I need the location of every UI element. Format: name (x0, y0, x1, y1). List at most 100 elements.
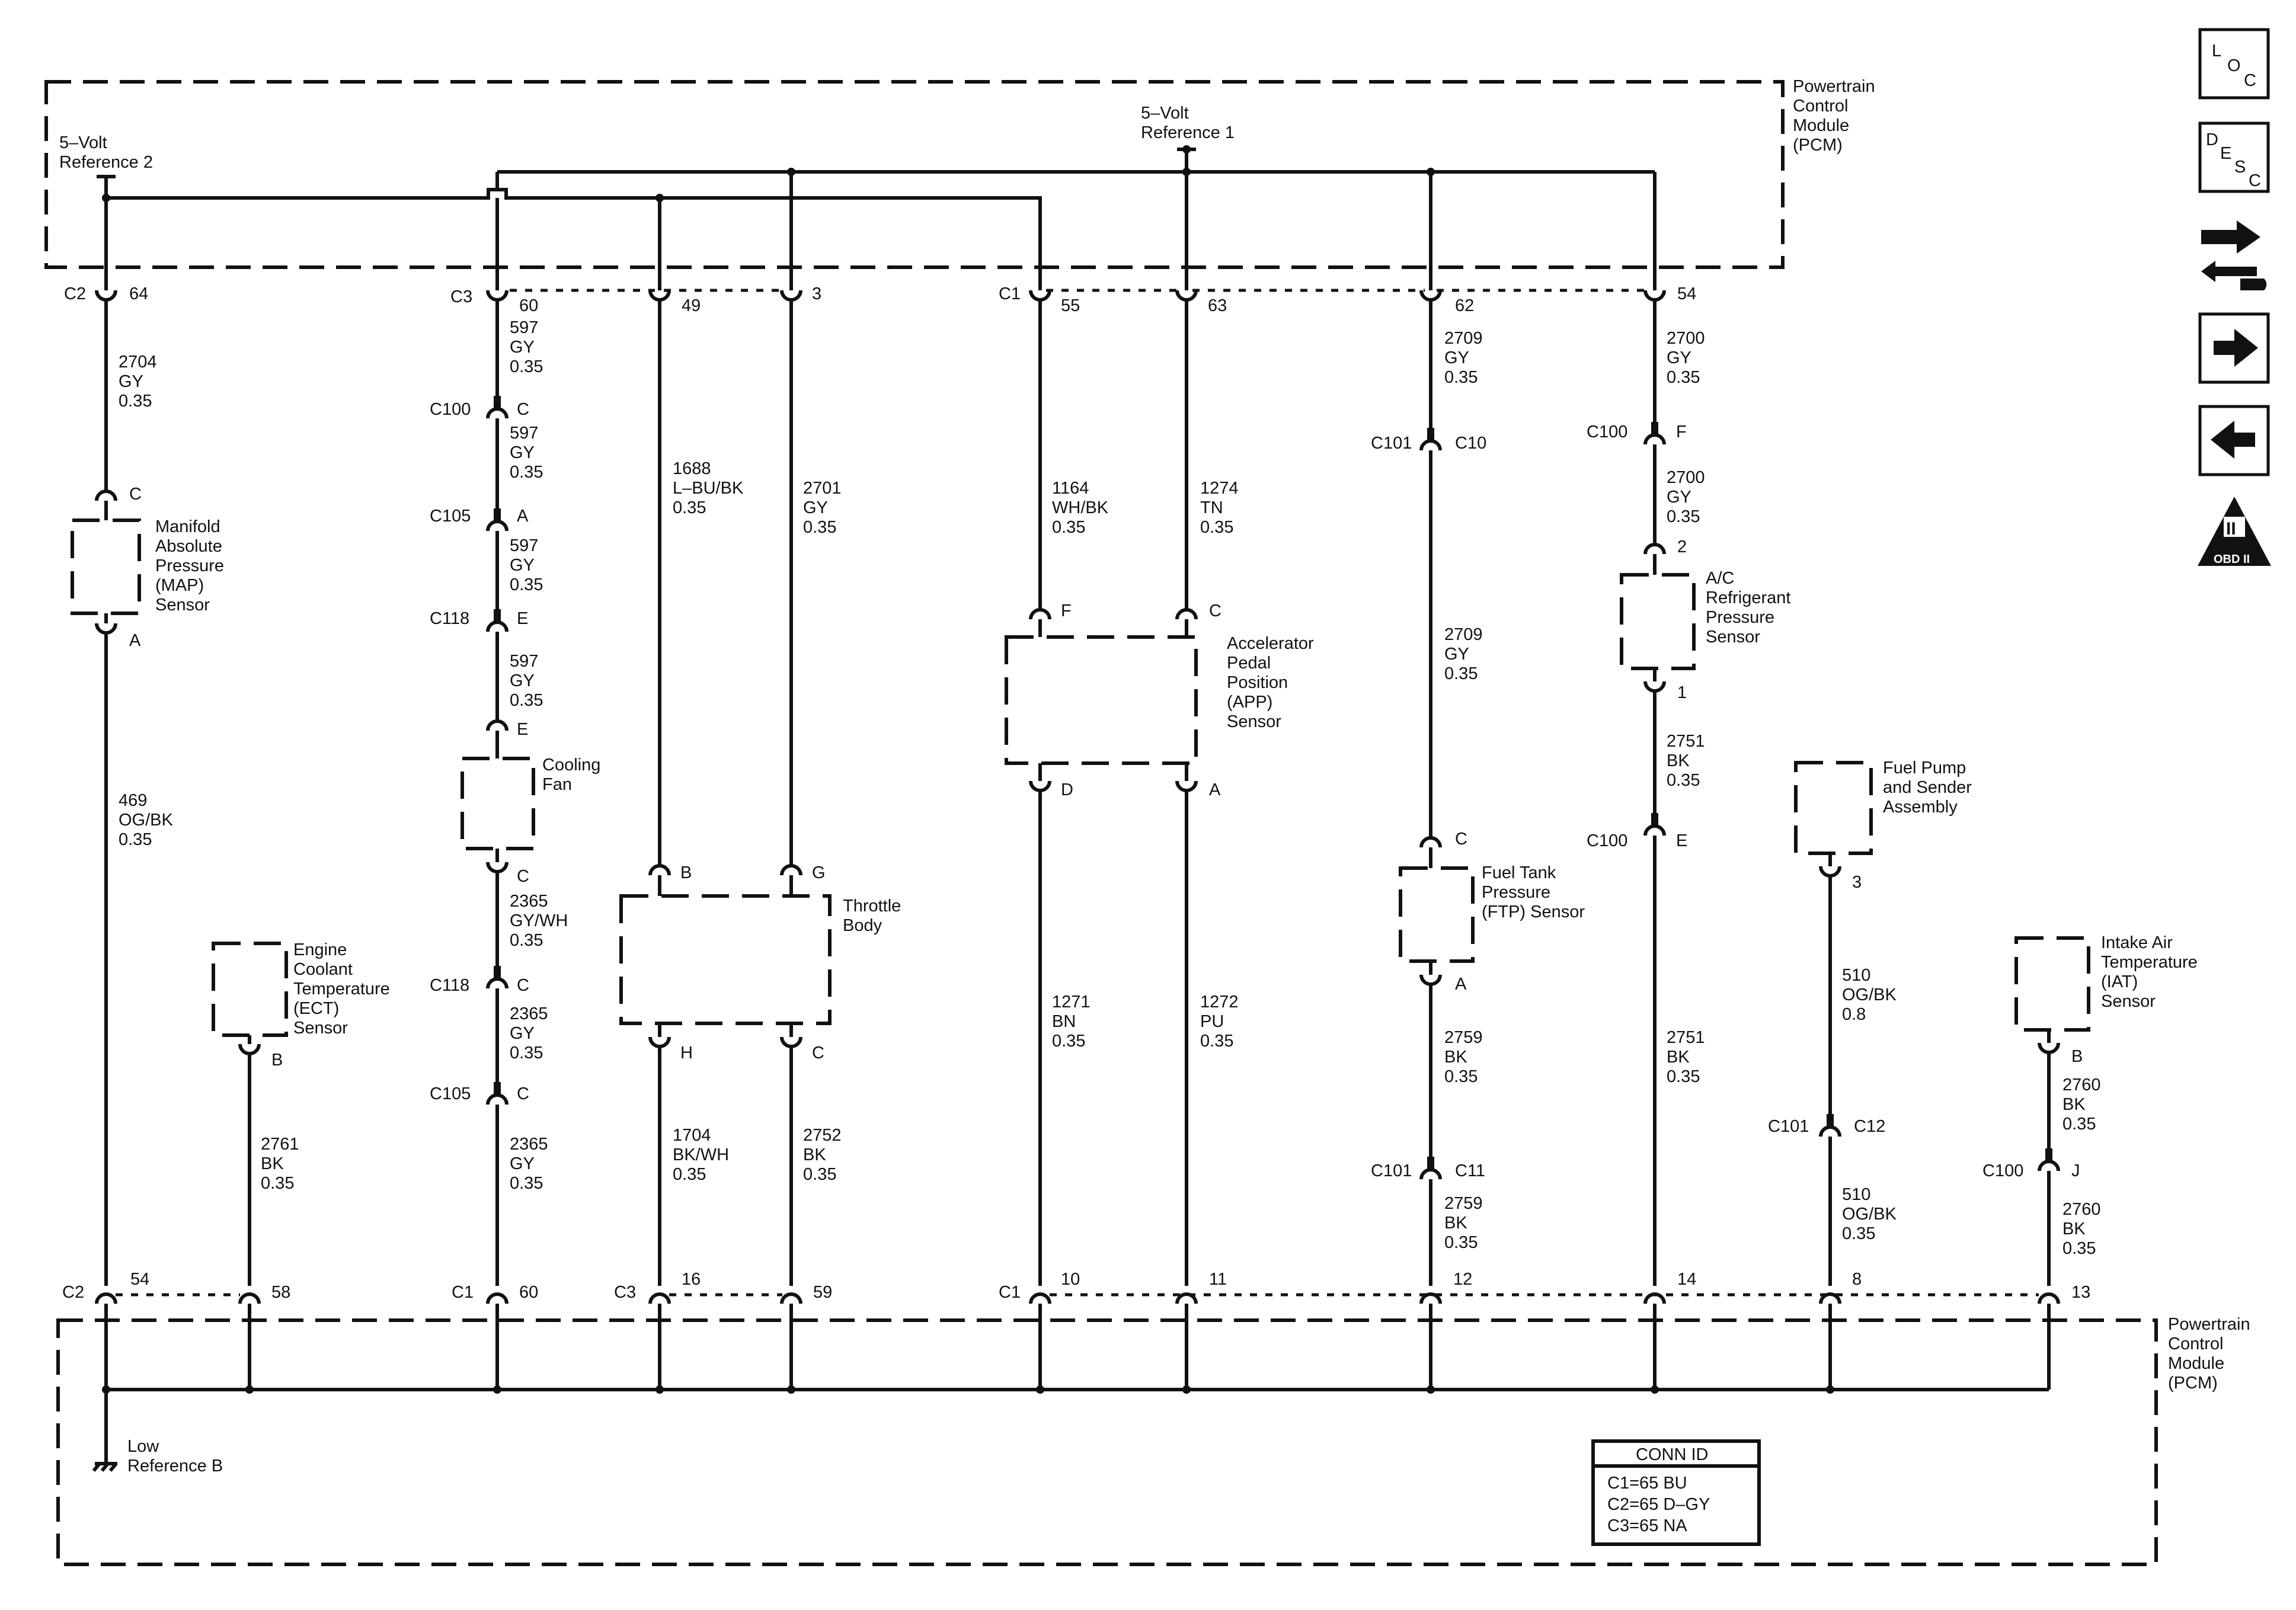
cooling-fan-label: Cooling Fan (542, 756, 605, 794)
bottom-connector-row (95, 1292, 2060, 1304)
bottom-pin-59: 59 (813, 1283, 832, 1302)
bottom-pin-13: 13 (2071, 1283, 2090, 1302)
svg-text:OBD II: OBD II (2214, 553, 2250, 566)
throttle-body-box (619, 894, 832, 1025)
iat-pin-b: B (2071, 1047, 2083, 1066)
top-pin-54: 54 (1677, 284, 1696, 303)
ftp-circuit (1419, 308, 1442, 1286)
ref2-bus (97, 175, 1042, 290)
svg-text:C: C (2244, 71, 2256, 90)
fuel-pump-pin-3: 3 (1852, 873, 1862, 892)
ref1-bus (495, 145, 1657, 290)
ftp-sensor-label: Fuel Tank Pressure (FTP) Sensor (1482, 863, 1585, 921)
next-arrow-icon[interactable] (2198, 312, 2270, 384)
schematic-tool-icon[interactable] (2201, 220, 2267, 290)
bottom-c1-b: C1 (999, 1283, 1021, 1302)
fuel-pump-box (1794, 761, 1873, 855)
bottom-pin-12: 12 (1453, 1270, 1472, 1289)
svg-text:S: S (2234, 158, 2246, 177)
conn-id-row-3: C3=65 NA (1607, 1516, 1687, 1535)
ftp-pin-a: A (1455, 975, 1467, 994)
cooling-fan-box (461, 757, 535, 850)
previous-arrow-icon[interactable] (2198, 405, 2270, 476)
top-pin-63: 63 (1208, 296, 1227, 315)
ac-sensor-label: A/C Refrigerant Pressure Sensor (1706, 569, 1796, 646)
top-c1: C1 (999, 284, 1021, 303)
pcm-top-label: Powertrain Control Module (PCM) (1793, 77, 1880, 155)
app-pin-d: D (1061, 780, 1073, 799)
svg-text:O: O (2227, 56, 2241, 75)
bottom-pin-60: 60 (519, 1283, 538, 1302)
ect-circuit (238, 1035, 261, 1286)
iat-sensor-label: Intake Air Temperature (IAT) Sensor (2101, 933, 2202, 1011)
app-pin-a: A (1209, 780, 1221, 799)
conn-id-row-1: C1=65 BU (1607, 1474, 1687, 1493)
throttle-body-label: Throttle Body (843, 897, 906, 935)
low-ref-label: Low Reference B (127, 1437, 223, 1475)
top-pin-64: 64 (129, 284, 148, 303)
desc-icon[interactable]: D E S C (2198, 121, 2270, 193)
ref1-label: 5–Volt Reference 1 (1141, 104, 1235, 142)
top-pin-60: 60 (519, 296, 538, 315)
top-connector-row (95, 289, 1666, 308)
ftp-pin-c: C (1455, 830, 1467, 849)
map-circuit (95, 308, 117, 1286)
ect-sensor-box (212, 942, 288, 1037)
iat-circuit (2038, 1030, 2060, 1286)
fan-pin-e: E (517, 720, 528, 739)
pcm-bottom-box (56, 1318, 2158, 1566)
top-pin-55: 55 (1061, 296, 1080, 315)
svg-text:II: II (2226, 519, 2236, 539)
svg-text:L: L (2212, 41, 2221, 60)
map-pin-c: C (129, 485, 142, 504)
top-pin-62: 62 (1455, 296, 1474, 315)
map-sensor-label: Manifold Absolute Pressure (MAP) Sensor (155, 517, 229, 614)
app-circuit (1029, 308, 1198, 1286)
throttle-pin-b: B (680, 863, 692, 882)
ac-pin-1: 1 (1677, 683, 1687, 702)
top-pin-49: 49 (682, 296, 701, 315)
bottom-pin-54: 54 (130, 1270, 149, 1289)
loc-icon[interactable]: L O C (2198, 28, 2270, 100)
bottom-pin-10: 10 (1061, 1270, 1080, 1289)
throttle-pin-h: H (680, 1044, 693, 1062)
obd-ii-icon[interactable]: II OBD II (2198, 497, 2271, 566)
throttle-pin-c: C (812, 1044, 824, 1062)
bottom-pin-16: 16 (682, 1270, 701, 1289)
fuel-pump-circuit (1819, 853, 1841, 1286)
app-pin-f: F (1061, 601, 1072, 620)
top-pin-3: 3 (812, 284, 821, 303)
ref2-label: 5–Volt Reference 2 (59, 133, 153, 172)
bottom-c1-a: C1 (452, 1283, 474, 1302)
bottom-pin-11: 11 (1209, 1270, 1227, 1289)
app-sensor-box (1005, 635, 1198, 765)
